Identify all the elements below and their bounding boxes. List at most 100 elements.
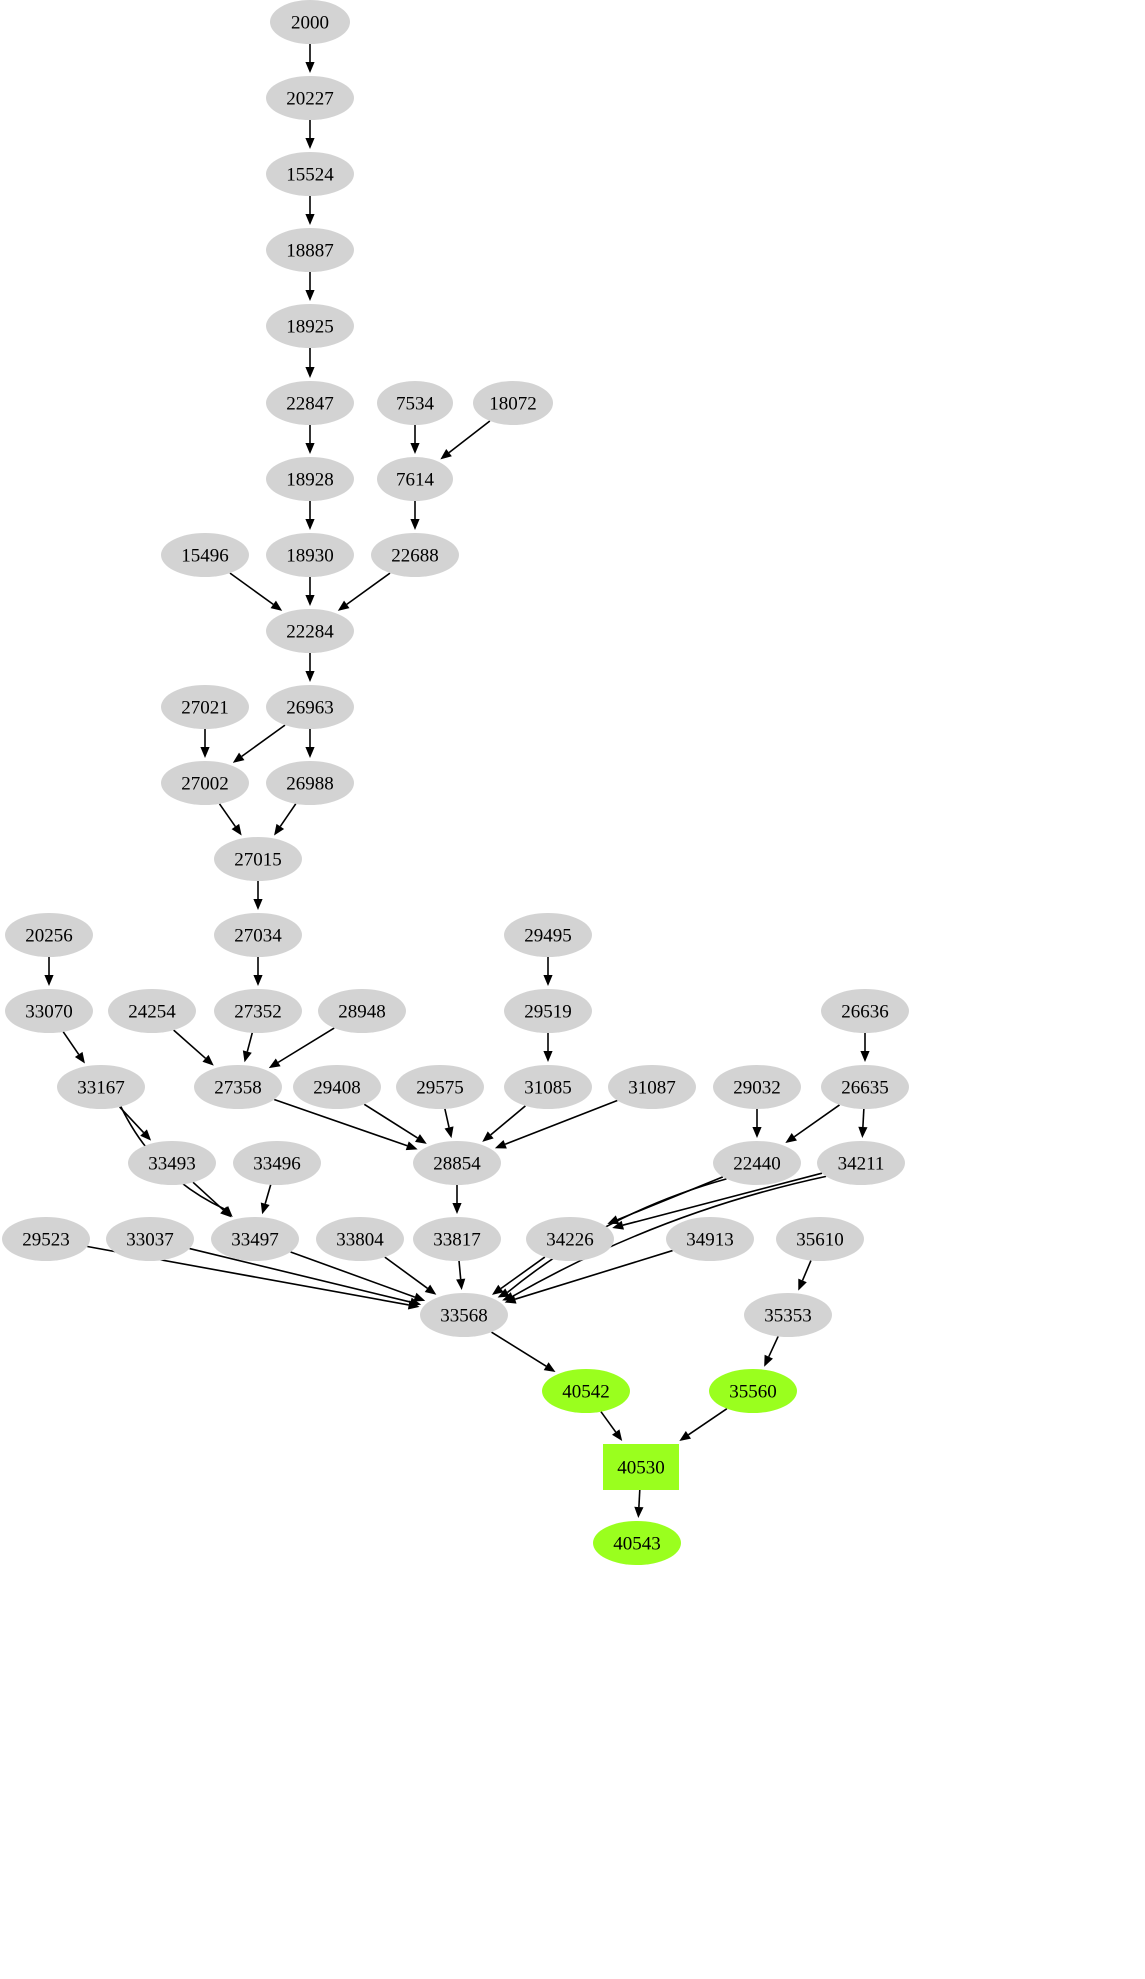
dag-node[interactable]: 33804 [316,1217,404,1261]
dag-node[interactable]: 33817 [413,1217,501,1261]
dag-node[interactable]: 33496 [233,1141,321,1185]
dag-node-ellipse[interactable] [266,304,354,348]
dag-node-ellipse[interactable] [526,1217,614,1261]
dag-node[interactable]: 29519 [504,989,592,1033]
dag-node-ellipse[interactable] [413,1217,501,1261]
dag-node[interactable]: 15524 [266,152,354,196]
dag-node[interactable]: 15496 [161,533,249,577]
dag-node[interactable]: 35560 [709,1369,797,1413]
dag-node-ellipse[interactable] [377,381,453,425]
dag-node[interactable]: 18928 [266,457,354,501]
dag-node[interactable]: 29408 [293,1065,381,1109]
dag-node[interactable]: 22440 [713,1141,801,1185]
dag-node-ellipse[interactable] [266,533,354,577]
dag-node[interactable]: 33493 [128,1141,216,1185]
dag-node-ellipse[interactable] [2,1217,90,1261]
dag-node[interactable]: 33497 [211,1217,299,1261]
dag-node-ellipse[interactable] [266,152,354,196]
dag-node-ellipse[interactable] [5,913,93,957]
dag-node-ellipse[interactable] [504,989,592,1033]
dag-node-ellipse[interactable] [161,685,249,729]
dag-node-ellipse[interactable] [293,1065,381,1109]
dag-node-ellipse[interactable] [194,1065,282,1109]
dag-node-ellipse[interactable] [128,1141,216,1185]
dag-node[interactable]: 33037 [106,1217,194,1261]
dag-node-ellipse[interactable] [266,761,354,805]
dag-node[interactable]: 31085 [504,1065,592,1109]
dag-node[interactable]: 34226 [526,1217,614,1261]
dag-node[interactable]: 22847 [266,381,354,425]
dag-node[interactable]: 27034 [214,913,302,957]
dag-node-ellipse[interactable] [713,1141,801,1185]
dag-node[interactable]: 40530 [603,1444,679,1490]
dag-node[interactable]: 34211 [817,1141,905,1185]
dag-node[interactable]: 27352 [214,989,302,1033]
dag-node[interactable]: 33070 [5,989,93,1033]
dag-node[interactable]: 29032 [713,1065,801,1109]
dag-node-ellipse[interactable] [817,1141,905,1185]
dag-node[interactable]: 28854 [413,1141,501,1185]
dag-node-ellipse[interactable] [266,228,354,272]
dag-node[interactable]: 35353 [744,1293,832,1337]
dag-node-ellipse[interactable] [709,1369,797,1413]
dag-node-rect[interactable] [603,1444,679,1490]
dag-node-ellipse[interactable] [266,685,354,729]
dag-node[interactable]: 34913 [666,1217,754,1261]
dag-node-ellipse[interactable] [413,1141,501,1185]
dag-node[interactable]: 27358 [194,1065,282,1109]
dag-node[interactable]: 29575 [396,1065,484,1109]
dag-node[interactable]: 26963 [266,685,354,729]
dag-node[interactable]: 26635 [821,1065,909,1109]
dag-node-ellipse[interactable] [608,1065,696,1109]
dag-node[interactable]: 33568 [420,1293,508,1337]
dag-node[interactable]: 18925 [266,304,354,348]
dag-node-ellipse[interactable] [161,533,249,577]
dag-node-ellipse[interactable] [161,761,249,805]
dag-node[interactable]: 31087 [608,1065,696,1109]
dag-node-ellipse[interactable] [542,1369,630,1413]
dag-node-ellipse[interactable] [266,609,354,653]
dag-node[interactable]: 20256 [5,913,93,957]
dag-node-ellipse[interactable] [371,533,459,577]
dag-node-ellipse[interactable] [57,1065,145,1109]
dag-node-ellipse[interactable] [593,1521,681,1565]
dag-node[interactable]: 26988 [266,761,354,805]
dag-node-ellipse[interactable] [266,76,354,120]
dag-node-ellipse[interactable] [504,913,592,957]
dag-node-ellipse[interactable] [666,1217,754,1261]
dag-node-ellipse[interactable] [5,989,93,1033]
dag-node[interactable]: 27015 [214,837,302,881]
dag-node[interactable]: 18072 [473,381,553,425]
dag-node[interactable]: 27002 [161,761,249,805]
dag-node-ellipse[interactable] [377,457,453,501]
dag-node[interactable]: 29523 [2,1217,90,1261]
dag-node-ellipse[interactable] [316,1217,404,1261]
dag-node-ellipse[interactable] [108,989,196,1033]
dag-node[interactable]: 20227 [266,76,354,120]
dag-node-ellipse[interactable] [713,1065,801,1109]
dag-node-ellipse[interactable] [473,381,553,425]
dag-node[interactable]: 29495 [504,913,592,957]
dag-node-ellipse[interactable] [214,989,302,1033]
dag-node-ellipse[interactable] [744,1293,832,1337]
dag-node-ellipse[interactable] [420,1293,508,1337]
dag-node[interactable]: 33167 [57,1065,145,1109]
dag-node-ellipse[interactable] [214,837,302,881]
dag-node-ellipse[interactable] [821,1065,909,1109]
dag-node[interactable]: 27021 [161,685,249,729]
dag-node-ellipse[interactable] [233,1141,321,1185]
dag-node-ellipse[interactable] [821,989,909,1033]
dag-node[interactable]: 40542 [542,1369,630,1413]
dag-node[interactable]: 28948 [318,989,406,1033]
dag-node-ellipse[interactable] [270,0,350,44]
dag-node-ellipse[interactable] [214,913,302,957]
dag-node-ellipse[interactable] [776,1217,864,1261]
dag-node-ellipse[interactable] [211,1217,299,1261]
dag-node-ellipse[interactable] [396,1065,484,1109]
dag-node[interactable]: 18887 [266,228,354,272]
dag-node-ellipse[interactable] [106,1217,194,1261]
dag-node[interactable]: 40543 [593,1521,681,1565]
dag-node[interactable]: 22688 [371,533,459,577]
dag-node-ellipse[interactable] [504,1065,592,1109]
dag-node[interactable]: 7534 [377,381,453,425]
